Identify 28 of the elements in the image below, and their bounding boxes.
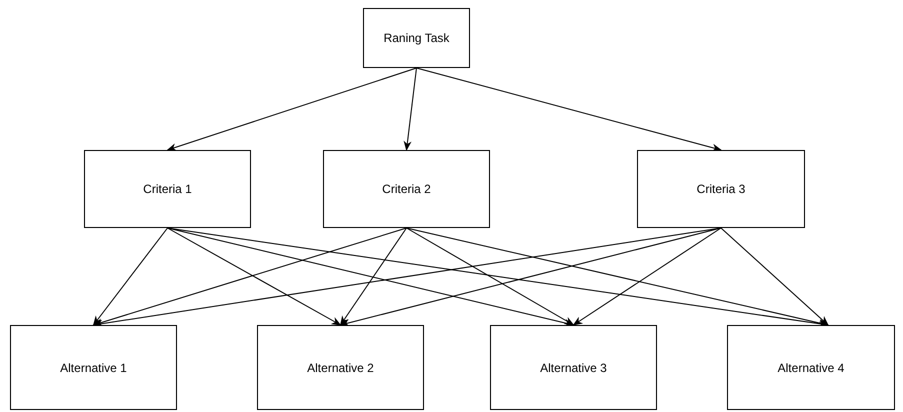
arrow	[720, 228, 829, 326]
process-box	[10, 325, 177, 410]
process-box	[363, 8, 470, 68]
arrow	[166, 68, 417, 151]
arrow	[167, 228, 342, 326]
arrow	[416, 68, 722, 152]
arrow	[92, 228, 407, 326]
arrow	[92, 228, 168, 326]
process-box	[84, 150, 251, 228]
process-box	[490, 325, 657, 410]
process-box	[323, 150, 490, 228]
arrow	[340, 228, 407, 326]
box-label: Alternative 4	[778, 360, 844, 376]
process-box	[727, 325, 895, 410]
process-box	[257, 325, 424, 410]
box-label: Raning Task	[384, 30, 450, 46]
arrow	[406, 228, 574, 326]
box-label: Alternative 2	[307, 360, 374, 376]
arrow	[404, 68, 417, 151]
box-label: Alternative 1	[60, 360, 127, 376]
box-label: Criteria 3	[696, 181, 746, 197]
process-box	[637, 150, 805, 228]
box-label: Criteria 2	[382, 181, 431, 197]
box-label: Alternative 3	[540, 360, 607, 376]
box-label: Criteria 1	[143, 181, 192, 197]
arrow	[572, 228, 722, 326]
arrow	[406, 228, 829, 327]
arrow	[340, 228, 722, 327]
